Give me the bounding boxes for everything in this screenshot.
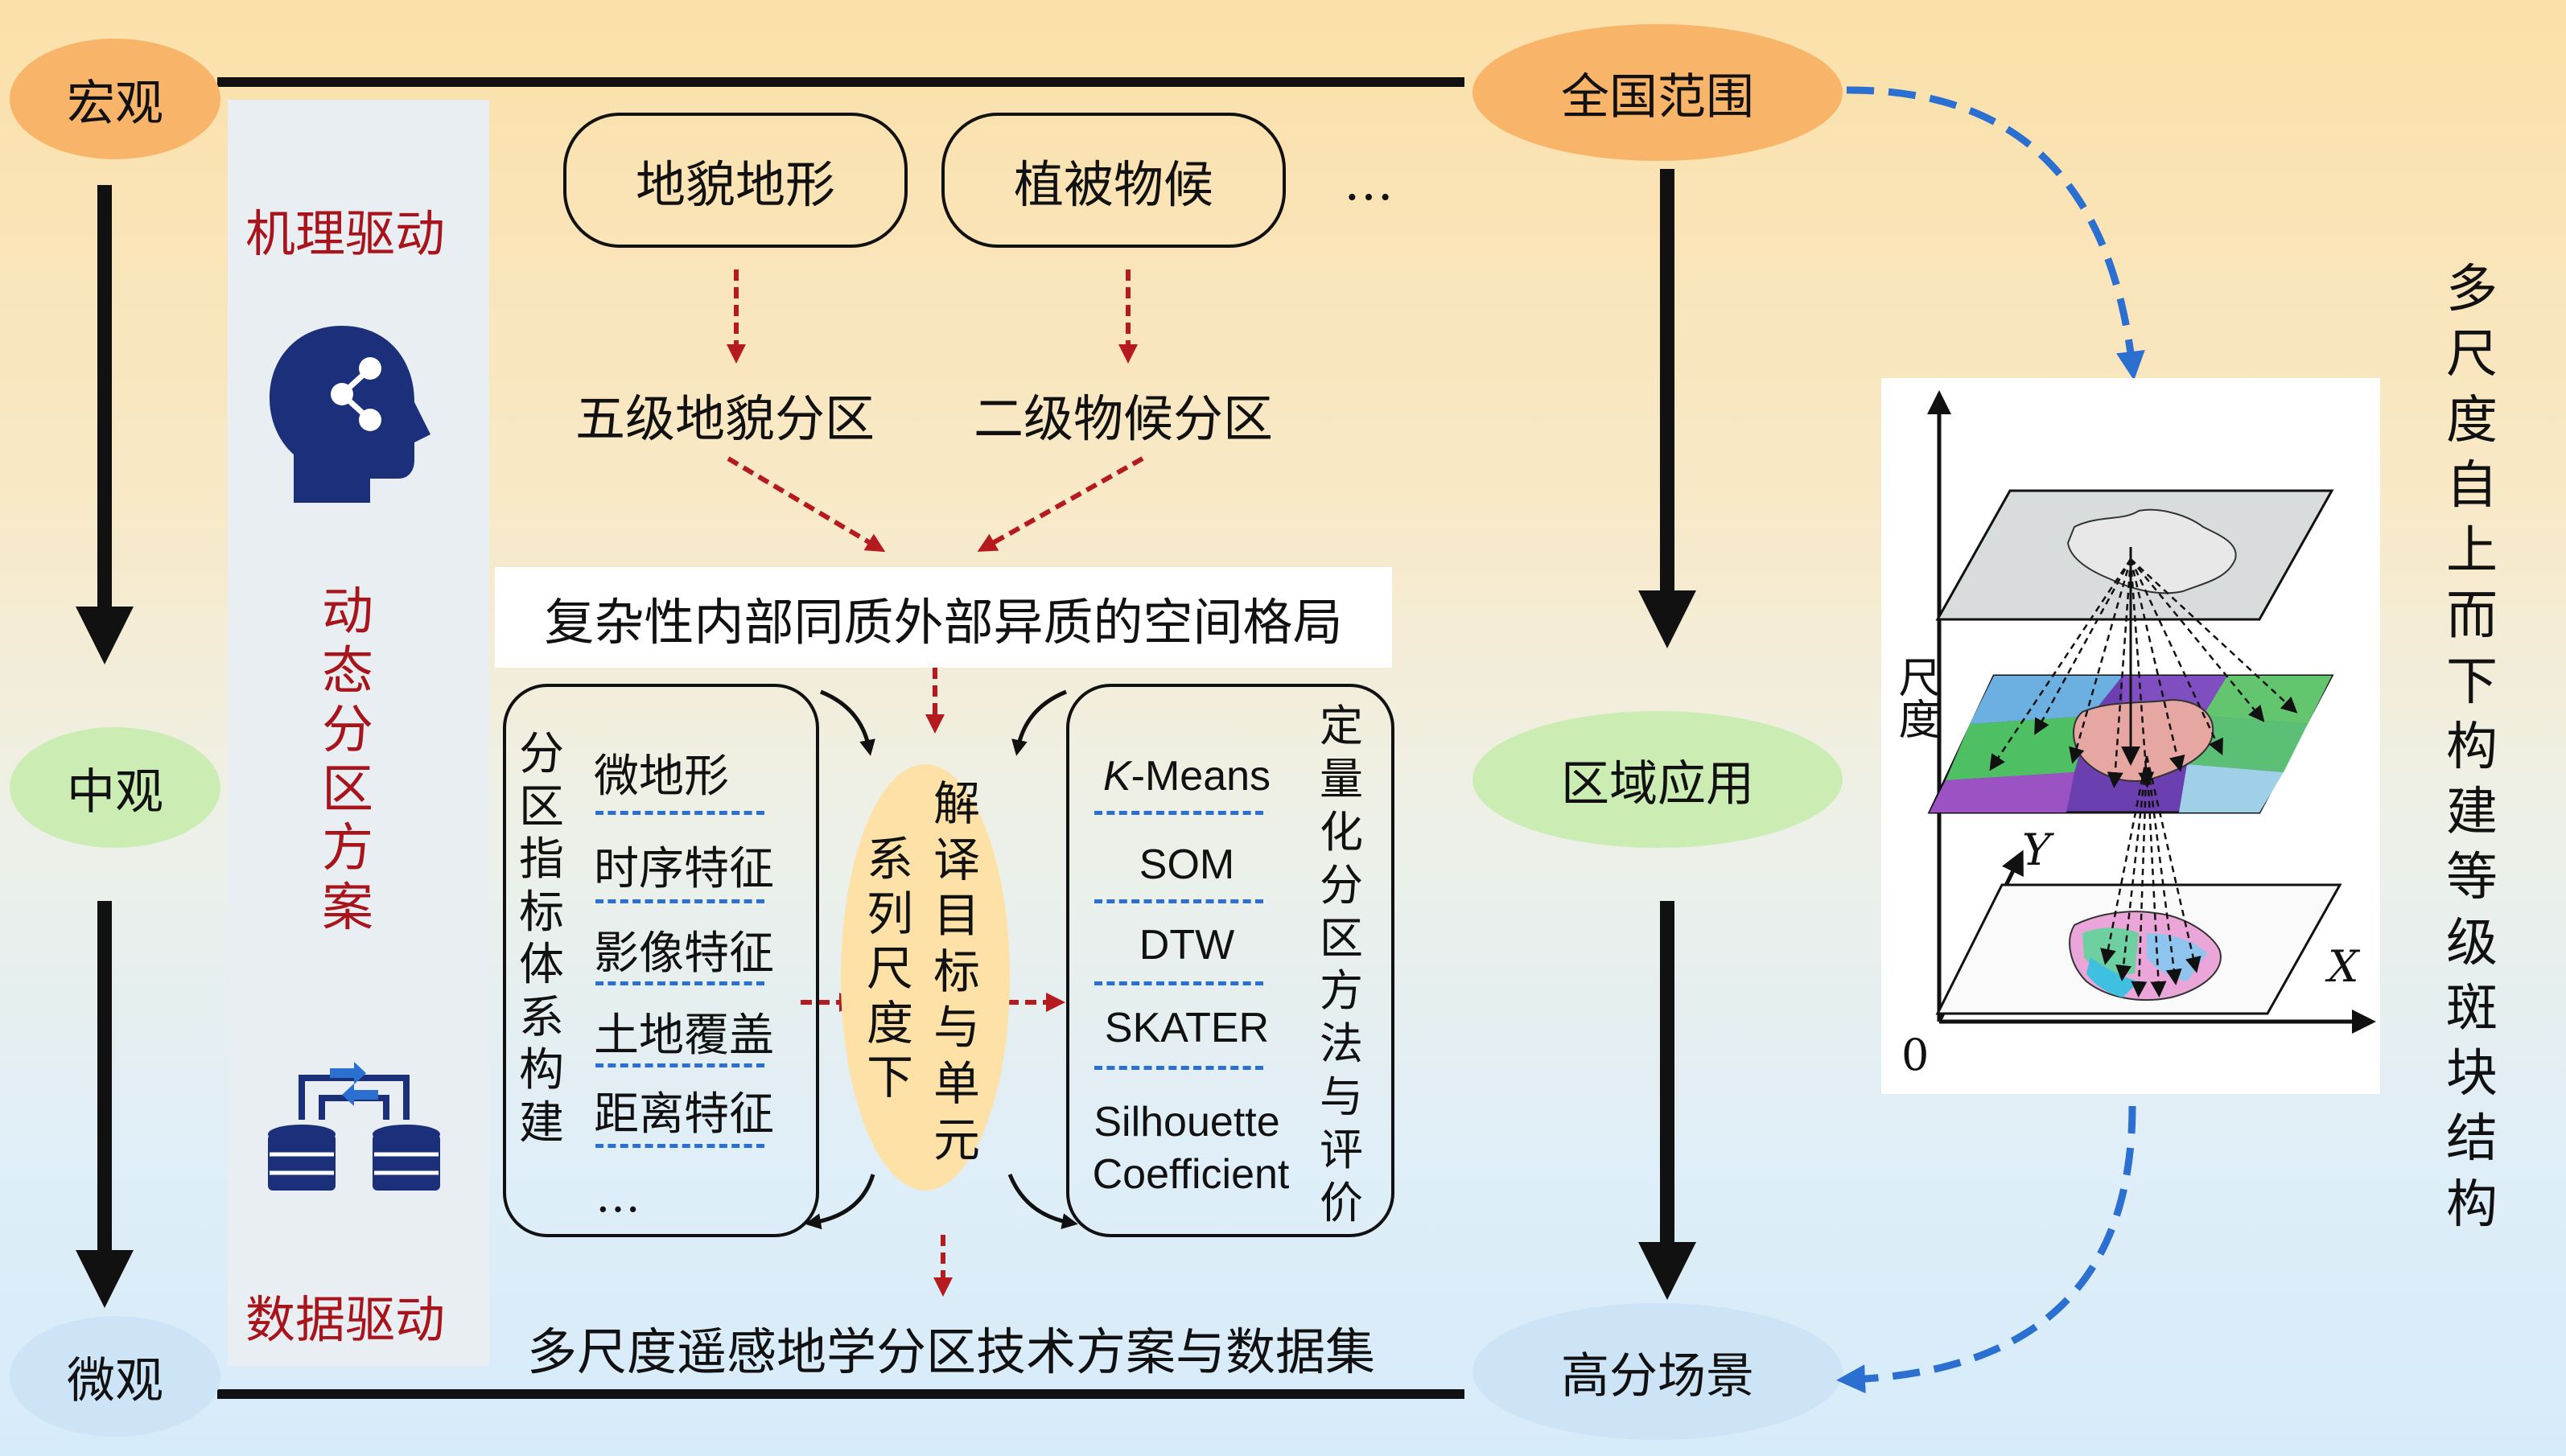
blue-dashed-arrows <box>1836 86 2145 1394</box>
mechanism-driven-label: 机理驱动 <box>245 204 446 263</box>
method-divider <box>1094 899 1263 903</box>
vegetation-box: 植被物候 <box>941 113 1286 248</box>
center-col2: 解 译 目 标 与 单 元 <box>933 776 981 1167</box>
axis-ylabel-scale: 尺度 <box>1891 656 1939 739</box>
index-divider <box>595 899 764 903</box>
more-factors-ellipsis: … <box>1344 153 1394 212</box>
method-divider <box>1094 1066 1263 1070</box>
curved-arrows <box>805 689 1078 1230</box>
highres-ellipse: 高分场景 <box>1472 1303 1843 1440</box>
method-coefficient: Coefficient <box>1092 1151 1290 1198</box>
method-som: SOM <box>1139 841 1235 888</box>
index-item-more: … <box>595 1170 640 1223</box>
brain-head-icon <box>266 322 435 510</box>
output-label: 多尺度遥感地学分区技术方案与数据集 <box>527 1322 1376 1381</box>
index-divider <box>595 981 764 985</box>
macro-label: 宏观 <box>67 75 163 132</box>
phenology-zone-label: 二级物候分区 <box>974 389 1274 448</box>
index-item-image: 影像特征 <box>594 927 774 980</box>
method-divider <box>1094 811 1263 815</box>
meso-ellipse: 中观 <box>10 727 220 848</box>
index-system-title: 分 区 指 标 体 系 构 建 <box>519 728 564 1150</box>
spatial-pattern-box: 复杂性内部同质外部异质的空间格局 <box>495 567 1392 668</box>
right-vertical-caption: 多 尺 度 自 上 而 下 构 建 等 级 斑 块 结 构 <box>2446 260 2498 1235</box>
national-label: 全国范围 <box>1561 68 1754 125</box>
center-col1: 系 列 尺 度 下 <box>867 832 914 1105</box>
bottom-bar <box>217 1389 1464 1399</box>
dynamic-scheme-vertical: 动 态 分 区 方 案 <box>322 582 373 938</box>
meso-label: 中观 <box>67 763 163 821</box>
macro-ellipse: 宏观 <box>10 39 220 159</box>
national-ellipse: 全国范围 <box>1472 24 1843 161</box>
index-item-landcover: 土地覆盖 <box>594 1010 774 1062</box>
axis-y-letter: Y <box>2022 825 2051 875</box>
regional-label: 区域应用 <box>1561 755 1754 812</box>
multiscale-layers-panel: 尺度 Y X 0 <box>1881 378 2380 1094</box>
methods-box <box>1066 684 1394 1237</box>
highres-label: 高分场景 <box>1561 1347 1754 1405</box>
index-divider <box>595 811 764 815</box>
index-system-box <box>503 684 819 1237</box>
axis-origin: 0 <box>1901 1030 1930 1080</box>
center-ellipse <box>841 764 1010 1191</box>
index-item-temporal: 时序特征 <box>594 843 774 895</box>
method-skater: SKATER <box>1104 1005 1270 1051</box>
regional-ellipse: 区域应用 <box>1472 711 1843 848</box>
data-driven-label: 数据驱动 <box>245 1290 446 1349</box>
database-sync-icon <box>266 1062 443 1202</box>
landform-box: 地貌地形 <box>563 113 908 248</box>
landform-zone-label: 五级地貌分区 <box>575 389 875 448</box>
method-kmeans: K-Means <box>1102 753 1271 800</box>
micro-ellipse: 微观 <box>10 1316 220 1437</box>
method-dtw: DTW <box>1139 922 1235 969</box>
micro-label: 微观 <box>67 1352 163 1409</box>
index-divider <box>595 1144 764 1148</box>
method-silhouette: Silhouette <box>1094 1099 1280 1145</box>
top-bar <box>217 77 1464 87</box>
method-divider <box>1094 981 1263 985</box>
index-item-distance: 距离特征 <box>594 1088 774 1141</box>
axis-x-letter: X <box>2328 941 2359 992</box>
index-item-microterrain: 微地形 <box>594 751 729 803</box>
index-divider <box>595 1063 764 1067</box>
methods-title: 定 量 化 分 区 方 法 与 评 价 <box>1320 701 1363 1228</box>
